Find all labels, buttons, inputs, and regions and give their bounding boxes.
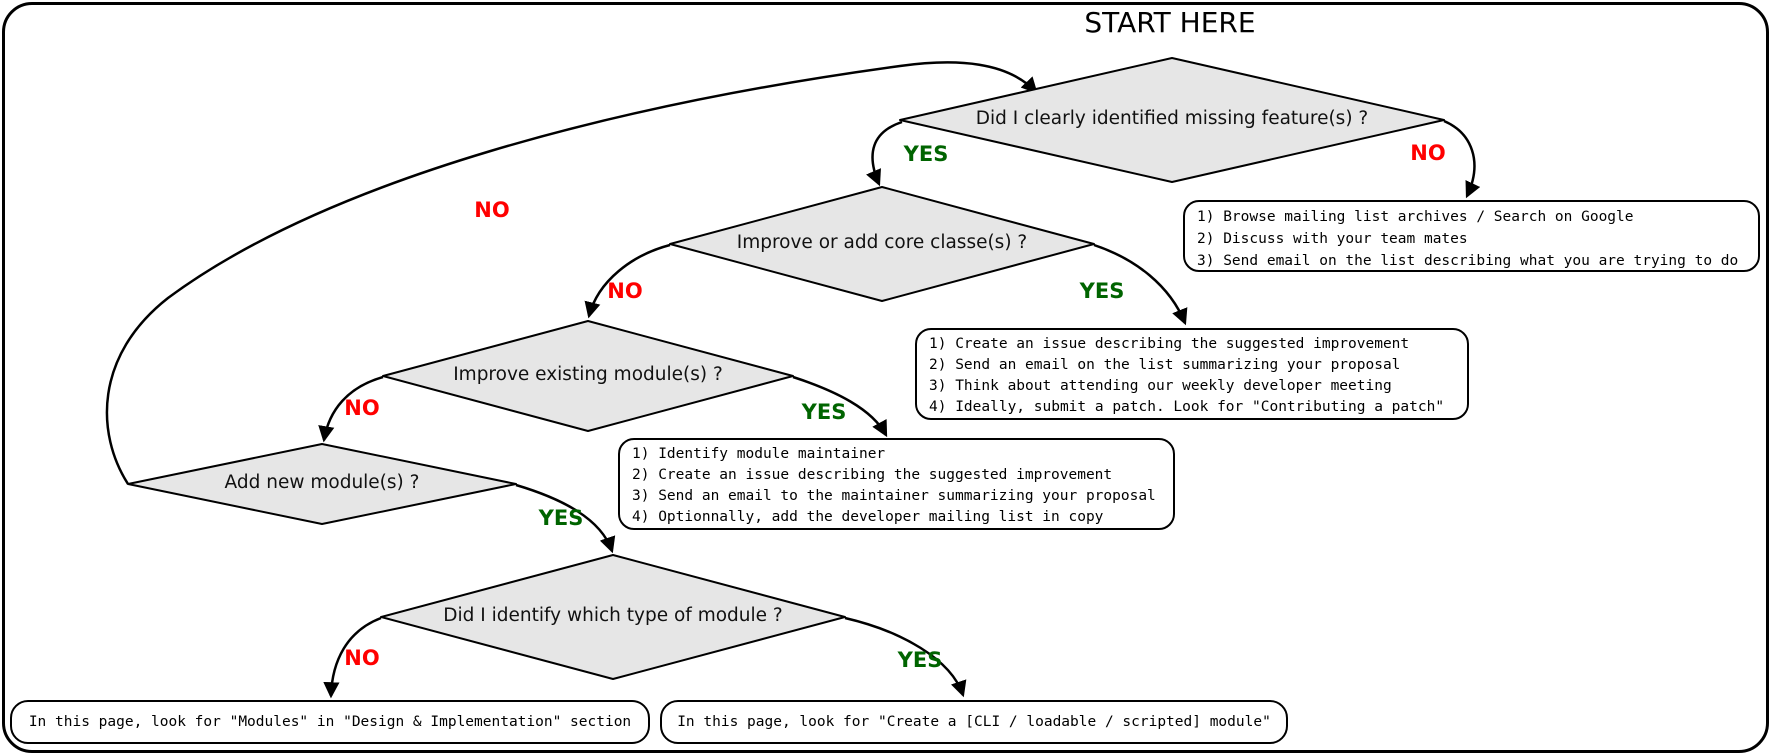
box-module-known-type: In this page, look for "Create a [CLI / …: [660, 700, 1288, 744]
box-line: 1) Browse mailing list archives / Search…: [1197, 209, 1634, 225]
edge-missing-features-no: [1443, 119, 1481, 199]
edge-improve-modules-yes: [792, 375, 888, 438]
box-line: 2) Discuss with your team mates: [1197, 231, 1468, 247]
edge-label-core-classes-no: NO: [607, 279, 643, 303]
box-line: 3) Send email on the list describing wha…: [1197, 253, 1739, 269]
edge-label-loop-no: NO: [474, 198, 510, 222]
box-line: 4) Optionnally, add the developer mailin…: [632, 509, 1104, 525]
edge-add-modules-yes: [515, 483, 616, 554]
box-line: 2) Send an email on the list summarizing…: [929, 357, 1401, 373]
diamond-improve-modules-label: Improve existing module(s) ?: [453, 364, 723, 385]
box-line: 3) Send an email to the maintainer summa…: [632, 488, 1156, 504]
box-line: 4) Ideally, submit a patch. Look for "Co…: [929, 399, 1445, 415]
diamond-add-modules: [127, 443, 517, 525]
box-core-class-steps: 1) Create an issue describing the sugges…: [915, 328, 1469, 420]
edge-label-add-modules-yes: YES: [538, 506, 584, 530]
edge-label-module-type-no: NO: [344, 646, 380, 670]
diamond-core-classes: [669, 186, 1095, 302]
edge-core-classes-yes: [1093, 243, 1188, 326]
edge-module-type-yes: [844, 616, 967, 698]
edge-label-missing-features-no: NO: [1410, 141, 1446, 165]
edge-label-core-classes-yes: YES: [1079, 279, 1125, 303]
page-title: START HERE: [1084, 6, 1256, 39]
diamond-missing-features-label: Did I clearly identified missing feature…: [975, 108, 1369, 129]
edge-label-improve-modules-yes: YES: [801, 400, 847, 424]
diamond-module-type: [380, 554, 846, 680]
edge-add-modules-no-loop: [105, 61, 1038, 485]
edge-core-classes-no: [584, 243, 671, 319]
box-line: 2) Create an issue describing the sugges…: [632, 467, 1113, 483]
edge-label-missing-features-yes: YES: [903, 142, 949, 166]
edge-module-type-no: [323, 616, 382, 699]
box-line: In this page, look for "Modules" in "Des…: [28, 714, 632, 730]
edge-missing-features-yes: [866, 120, 903, 187]
edge-label-improve-modules-no: NO: [344, 396, 380, 420]
box-line: 1) Identify module maintainer: [632, 446, 886, 462]
edge-improve-modules-no: [318, 375, 384, 443]
edge-label-module-type-yes: YES: [897, 648, 943, 672]
diamond-core-classes-label: Improve or add core classe(s) ?: [736, 232, 1028, 253]
box-line: 3) Think about attending our weekly deve…: [929, 378, 1392, 394]
diamond-module-type-label: Did I identify which type of module ?: [443, 605, 783, 626]
diamond-improve-modules: [382, 320, 794, 432]
diamond-missing-features: [899, 57, 1445, 183]
box-line: 1) Create an issue describing the sugges…: [929, 336, 1410, 352]
box-no-missing-feature-steps: 1) Browse mailing list archives / Search…: [1183, 200, 1760, 272]
box-module-unknown-type: In this page, look for "Modules" in "Des…: [10, 700, 650, 744]
diamond-add-modules-label: Add new module(s) ?: [224, 472, 420, 493]
box-improve-module-steps: 1) Identify module maintainer 2) Create …: [618, 438, 1175, 530]
box-line: In this page, look for "Create a [CLI / …: [677, 714, 1271, 730]
